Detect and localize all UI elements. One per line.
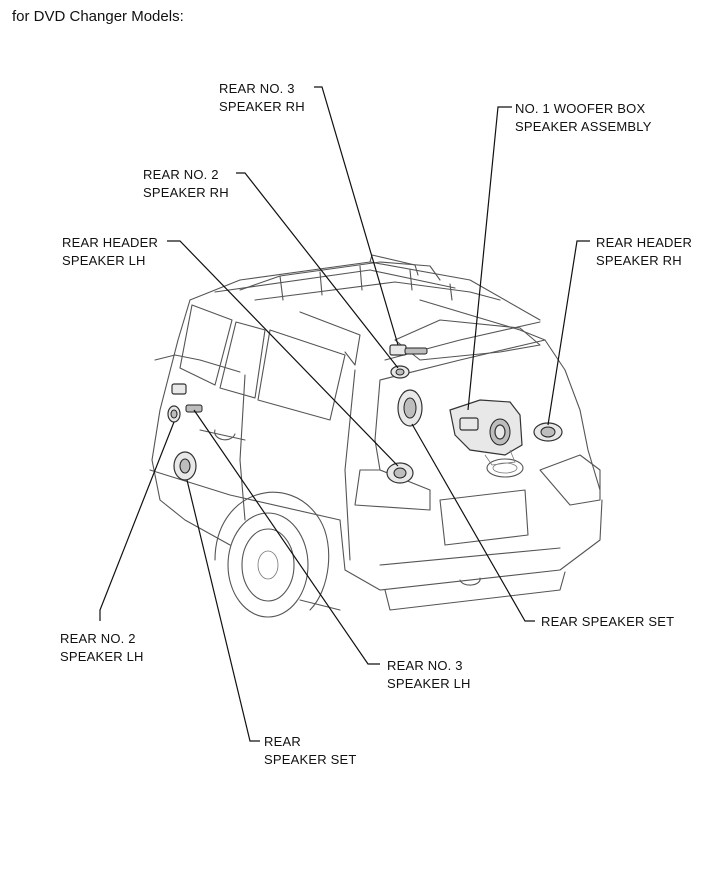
rear-no3-speaker-lh-part	[171, 383, 203, 413]
rear-header-speaker-lh-part	[386, 462, 414, 484]
rear-speaker-set-lh-part	[173, 451, 197, 481]
rear-header-speaker-rh-part	[533, 422, 563, 442]
label-woofer-box-speaker-assembly: NO. 1 WOOFER BOX SPEAKER ASSEMBLY	[515, 101, 652, 134]
leader-lines	[99, 86, 590, 742]
page-title: for DVD Changer Models:	[12, 8, 184, 25]
label-rear-no2-speaker-lh: REAR NO. 2 SPEAKER LH	[60, 631, 144, 664]
label-rear-speaker-set-right: REAR SPEAKER SET	[541, 614, 675, 629]
vehicle-outline	[149, 254, 603, 618]
rear-no2-speaker-lh-part	[167, 405, 181, 423]
rear-speaker-set-rh-part	[397, 389, 423, 427]
label-rear-no3-speaker-lh: REAR NO. 3 SPEAKER LH	[387, 658, 471, 691]
label-rear-no2-speaker-rh: REAR NO. 2 SPEAKER RH	[143, 167, 229, 200]
label-rear-header-speaker-lh: REAR HEADER SPEAKER LH	[62, 235, 159, 268]
label-rear-speaker-set-left: REAR SPEAKER SET	[264, 734, 357, 767]
label-rear-no3-speaker-rh: REAR NO. 3 SPEAKER RH	[219, 81, 305, 114]
woofer-box-part	[449, 399, 523, 466]
label-rear-header-speaker-rh: REAR HEADER SPEAKER RH	[596, 235, 693, 268]
rear-no3-speaker-rh-part	[389, 344, 428, 356]
rear-no2-speaker-rh-part	[390, 365, 410, 379]
